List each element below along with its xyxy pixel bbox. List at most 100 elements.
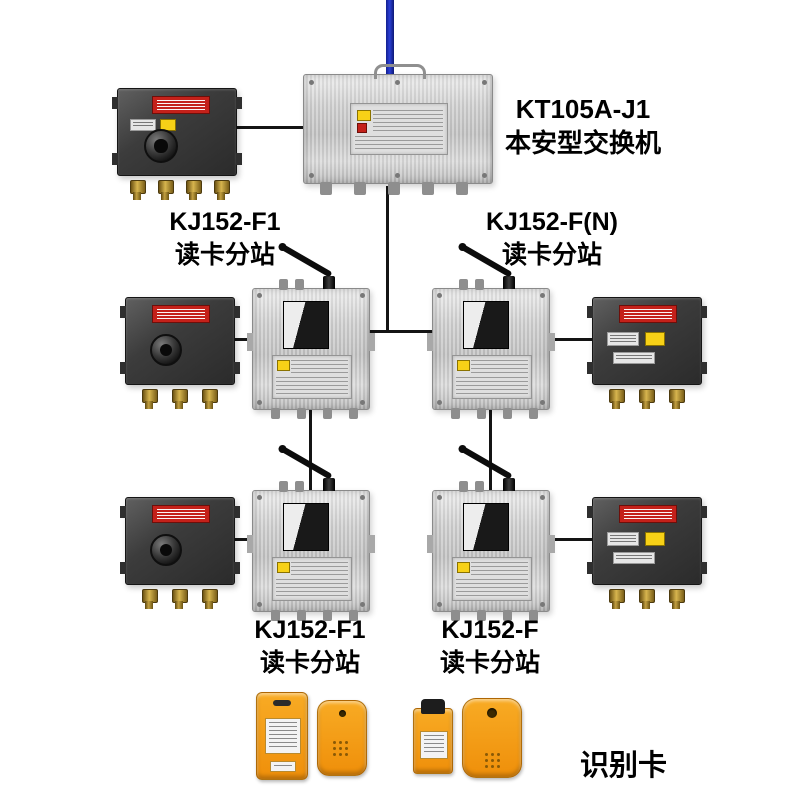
junction-box-top-left: [117, 88, 237, 200]
cable-gland-icon: [609, 589, 625, 609]
cable-gland-icon: [158, 180, 174, 200]
yellow-label: [645, 332, 665, 346]
nameplate-text-lines: [471, 360, 528, 374]
cable-gland-icon: [639, 389, 655, 409]
red-warning-label: [619, 505, 677, 523]
station-model-text: KJ152-F1: [254, 616, 366, 644]
junction-box-mid-left: [125, 297, 235, 409]
cable-gland-icon: [172, 389, 188, 409]
switch-type-text: 本安型交换机: [504, 128, 661, 159]
nameplate-text-lines: [373, 110, 443, 132]
lifting-handle-icon: [374, 64, 426, 79]
ex-mark-icon: [277, 360, 290, 371]
ex-mark-icon: [457, 562, 470, 573]
connection-line: [548, 338, 592, 341]
display-window: [463, 301, 509, 349]
display-window: [283, 503, 329, 551]
reader-station-mid-right: [432, 244, 550, 410]
station-nameplate: [452, 355, 532, 399]
ex-mark-icon: [457, 360, 470, 371]
cable-gland-icon: [202, 389, 218, 409]
reader-station-mid-left: [252, 244, 370, 410]
connection-line: [233, 338, 252, 341]
cover-boss: [150, 334, 182, 366]
station-type-text: 读卡分站: [501, 241, 602, 269]
yellow-label: [645, 532, 665, 546]
station-nameplate: [452, 557, 532, 601]
antenna-icon: [461, 446, 513, 480]
lanyard-hole: [339, 710, 346, 717]
switch-label: KT105A-J1 本安型交换机: [493, 92, 673, 161]
nameplate-text-lines: [291, 562, 348, 576]
red-warning-label: [619, 305, 677, 323]
ex-mark-icon: [357, 110, 371, 121]
nameplate-text-lines: [291, 360, 348, 374]
tag-label-strip: [270, 761, 296, 772]
display-window: [283, 301, 329, 349]
connection-line: [235, 126, 303, 129]
speaker-holes-icon: [485, 753, 501, 769]
cable-gland-icon: [172, 589, 188, 609]
connection-line: [489, 408, 492, 492]
reader-station-bottom-left: [252, 446, 370, 612]
speaker-holes-icon: [333, 741, 349, 757]
tag-label-face: [265, 718, 301, 754]
lanyard-hole: [487, 708, 497, 718]
display-window: [463, 503, 509, 551]
antenna-base-icon: [503, 276, 515, 289]
junction-box-bottom-left: [125, 497, 235, 609]
red-warning-label: [152, 505, 210, 523]
tag-slot: [273, 700, 291, 706]
junction-box-mid-right: [592, 297, 702, 409]
cable-gland-icon: [609, 389, 625, 409]
antenna-base-icon: [323, 478, 335, 491]
station-type-text: 读卡分站: [259, 649, 360, 677]
cable-gland-icon: [214, 180, 230, 200]
station-model-text: KJ152-F: [441, 616, 539, 644]
cover-boss: [144, 129, 178, 163]
connection-line: [386, 186, 389, 333]
antenna-base-icon: [323, 276, 335, 289]
red-warning-label: [152, 96, 210, 114]
cable-gland-icon: [202, 589, 218, 609]
cable-gland-icon: [142, 589, 158, 609]
antenna-base-icon: [503, 478, 515, 491]
tag-clip: [421, 699, 445, 714]
id-tag-3: [413, 699, 453, 774]
station-label-bottom-right: KJ152-F 读卡分站: [410, 614, 570, 680]
id-tag-group-label: 识别卡: [580, 750, 668, 782]
cover-boss: [150, 534, 182, 566]
station-label-top-right: KJ152-F(N) 读卡分站: [472, 206, 632, 272]
cable-gland-icon: [186, 180, 202, 200]
cable-gland-icon: [142, 389, 158, 409]
station-model-text: KJ152-F(N): [486, 208, 618, 236]
nameplate-text-lines: [355, 136, 443, 150]
switch-nameplate: [350, 103, 448, 155]
ma-mark-icon: [357, 123, 367, 133]
id-tag-2: [317, 700, 367, 776]
station-nameplate: [272, 355, 352, 399]
cable-gland-icon: [669, 389, 685, 409]
antenna-icon: [281, 446, 333, 480]
junction-box-bottom-right: [592, 497, 702, 609]
cable-gland-icon: [639, 589, 655, 609]
small-label: [130, 119, 156, 131]
nameplate-text-lines: [456, 377, 528, 395]
small-label: [613, 552, 655, 564]
connection-line: [548, 538, 592, 541]
small-label: [607, 332, 639, 346]
cable-gland-icon: [669, 589, 685, 609]
station-type-text: 读卡分站: [439, 649, 540, 677]
station-model-text: KJ152-F1: [169, 208, 281, 236]
connection-line: [368, 330, 432, 333]
id-tag-4: [462, 698, 522, 778]
small-label: [607, 532, 639, 546]
reader-station-bottom-right: [432, 446, 550, 612]
nameplate-text-lines: [471, 562, 528, 576]
station-label-top-left: KJ152-F1 读卡分站: [145, 206, 305, 272]
id-tag-1: [256, 692, 308, 780]
cable-gland-icon: [130, 180, 146, 200]
red-warning-label: [152, 305, 210, 323]
switch-model-text: KT105A-J1: [515, 94, 651, 124]
